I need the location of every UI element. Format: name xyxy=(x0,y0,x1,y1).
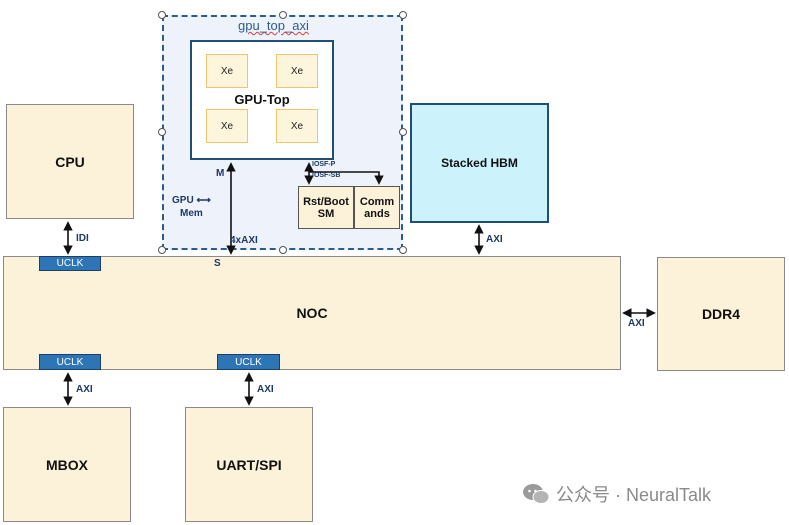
stacked-hbm-block[interactable]: Stacked HBM xyxy=(410,103,549,223)
mbox-label: MBOX xyxy=(46,456,88,473)
uclk-badge: UCLK xyxy=(217,354,280,370)
watermark-text: 公众号 · NeuralTalk xyxy=(556,485,712,505)
uclk-badge: UCLK xyxy=(39,354,101,370)
noc-block[interactable]: NOC xyxy=(3,256,621,370)
xe-core[interactable]: Xe xyxy=(276,54,318,88)
commands-line1: Comm xyxy=(359,195,395,208)
master-label: M xyxy=(216,168,225,179)
axi-mbox-label: AXI xyxy=(76,384,93,395)
ddr4-label: DDR4 xyxy=(701,306,741,322)
rst-boot-line1: Rst/Boot xyxy=(303,195,349,208)
ddr4-block[interactable]: DDR4 xyxy=(657,257,785,371)
noc-label: NOC xyxy=(296,305,328,321)
axi-ddr4-label: AXI xyxy=(628,318,645,329)
xe-core[interactable]: Xe xyxy=(206,54,248,88)
slave-label: S xyxy=(214,258,221,269)
selection-handle[interactable] xyxy=(399,246,407,254)
commands-block[interactable]: Comm ands xyxy=(354,186,400,229)
gpu-mem-line2: Mem xyxy=(180,208,203,219)
gpu-top-title: GPU-Top xyxy=(234,92,290,107)
selection-handle[interactable] xyxy=(399,11,407,19)
iosf-sb-label: IOSF-SB xyxy=(312,172,341,179)
selection-handle[interactable] xyxy=(279,11,287,19)
cpu-label: CPU xyxy=(55,153,85,170)
gpu-mem-line1: GPU ⟷ xyxy=(172,195,211,206)
axi-hbm-label: AXI xyxy=(486,234,503,245)
iosf-p-label: IOSF-P xyxy=(312,161,336,168)
cpu-block[interactable]: CPU xyxy=(6,104,134,219)
uart-spi-block[interactable]: UART/SPI xyxy=(185,407,313,522)
axi-uart-label: AXI xyxy=(257,384,274,395)
uclk-badge: UCLK xyxy=(39,256,101,271)
mbox-block[interactable]: MBOX xyxy=(3,407,131,522)
selection-handle[interactable] xyxy=(158,246,166,254)
watermark: 公众号 · NeuralTalk xyxy=(522,481,711,507)
xe-core[interactable]: Xe xyxy=(206,109,248,143)
uart-spi-label: UART/SPI xyxy=(216,456,282,473)
selection-handle[interactable] xyxy=(158,11,166,19)
wechat-icon xyxy=(523,484,550,504)
gpu-mem-label: GPU ⟷ Mem xyxy=(172,194,211,220)
selection-handle[interactable] xyxy=(158,128,166,136)
rst-boot-sm-block[interactable]: Rst/Boot SM xyxy=(298,186,354,229)
xe-core[interactable]: Xe xyxy=(276,109,318,143)
rst-boot-line2: SM xyxy=(317,207,335,220)
idi-label: IDI xyxy=(76,233,89,244)
axi4x-label: 4xAXI xyxy=(230,235,258,246)
selection-handle[interactable] xyxy=(399,128,407,136)
commands-line2: ands xyxy=(364,207,390,220)
stacked-hbm-label: Stacked HBM xyxy=(441,156,518,170)
gpu-top-axi-title: gpu_top_axi xyxy=(238,18,309,33)
selection-handle[interactable] xyxy=(279,246,287,254)
